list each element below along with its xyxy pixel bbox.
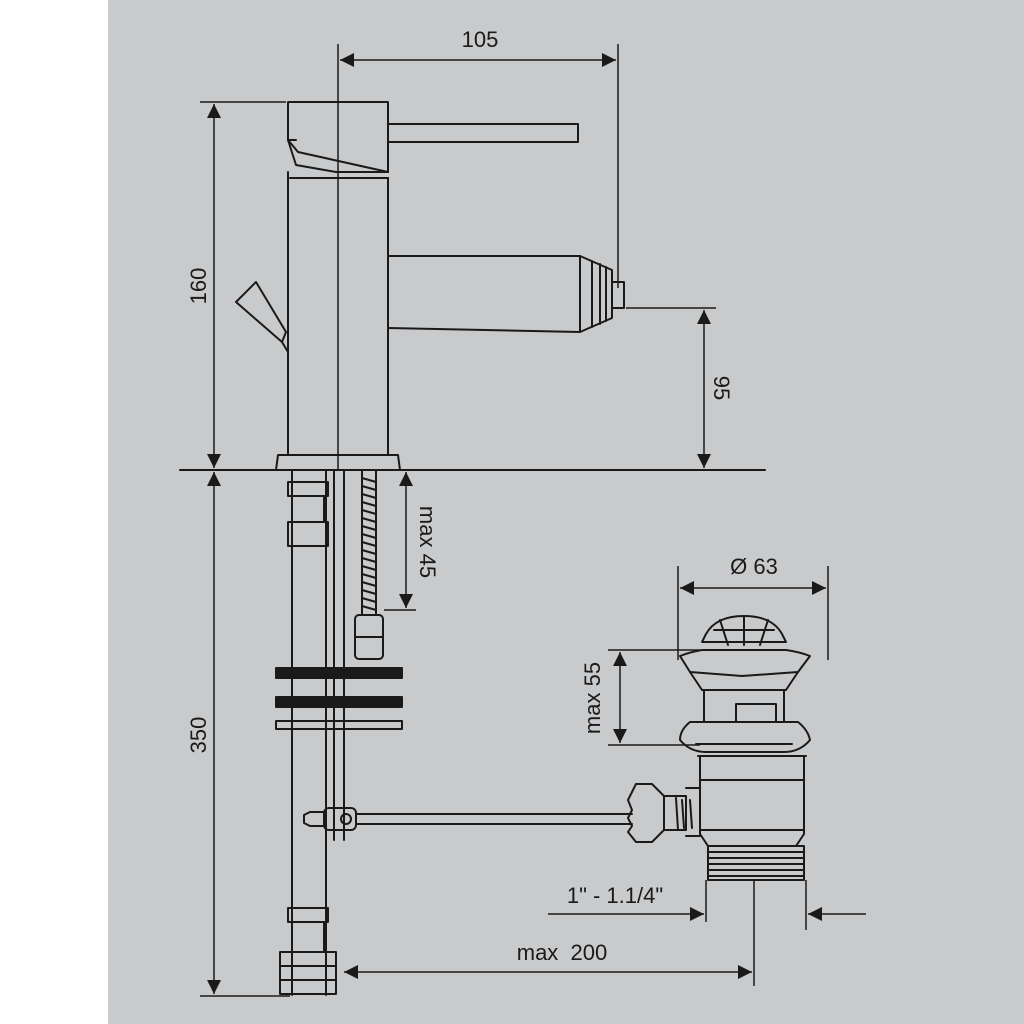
flexible-hose	[279, 469, 337, 996]
faucet-body	[275, 101, 401, 471]
dim-label-95: 95	[709, 376, 734, 400]
spout	[387, 255, 625, 333]
pop-up-drain	[627, 615, 811, 881]
dim-label-max55: max 55	[580, 662, 605, 734]
rod-clamp	[303, 807, 633, 831]
lever-handle	[387, 123, 579, 143]
dim-label-105: 105	[462, 27, 499, 52]
mounting-stud	[354, 469, 384, 660]
dim-label-diameter-63: Ø 63	[730, 554, 778, 579]
drawing-background	[108, 0, 1024, 1024]
washer-1	[275, 667, 403, 679]
dim-label-160: 160	[186, 268, 211, 305]
dim-label-thread: 1" - 1.1/4"	[567, 883, 663, 908]
popup-rod	[333, 469, 345, 841]
washer-3	[275, 720, 403, 730]
washer-2	[275, 696, 403, 708]
dim-label-max200: max 200	[517, 940, 608, 965]
diverter-knob	[235, 281, 289, 353]
dim-label-350: 350	[186, 717, 211, 754]
dim-label-max45: max 45	[415, 506, 440, 578]
